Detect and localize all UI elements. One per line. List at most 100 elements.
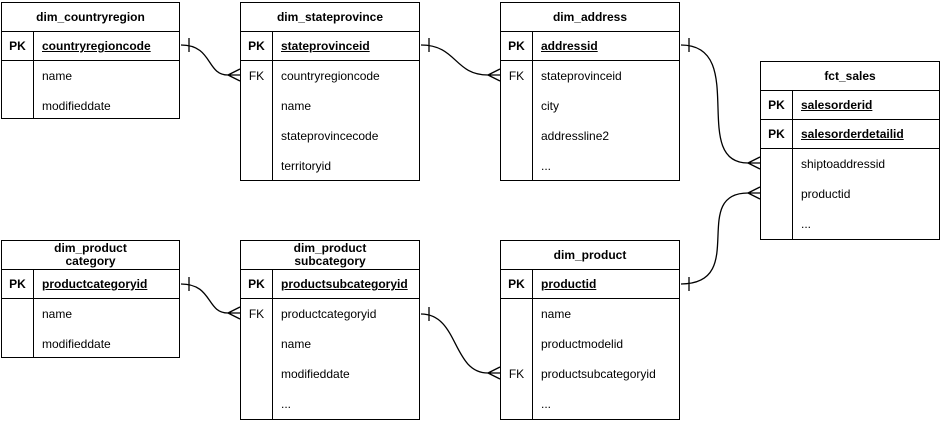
pk-badge: PK — [761, 120, 793, 148]
relationship-product-fctsales[interactable] — [680, 186, 761, 291]
fk-badge: FK — [501, 359, 533, 389]
crow-foot-icon — [227, 68, 241, 82]
attr-row: FK productsubcategoryid — [501, 359, 679, 389]
attr-row: productmodelid — [501, 329, 679, 359]
attr-field: productmodelid — [541, 337, 624, 351]
attr-row: territoryid — [241, 151, 419, 180]
badge-cell — [241, 389, 273, 419]
attr-field: ... — [541, 397, 552, 411]
pk-badge: PK — [2, 32, 34, 60]
badge-cell — [2, 299, 34, 329]
table-dim-product[interactable]: dim_product PK productid name productmod… — [500, 240, 680, 420]
table-title: dim_address — [501, 3, 679, 32]
key-row: PK salesorderdetailid — [761, 120, 939, 149]
badge-cell — [501, 121, 533, 151]
table-title: dim_product — [501, 241, 679, 270]
key-row: PK addressid — [501, 32, 679, 61]
attr-field: productcategoryid — [281, 307, 377, 321]
attr-field: name — [541, 307, 572, 321]
pk-field: addressid — [541, 39, 598, 53]
attr-row: ... — [501, 389, 679, 419]
badge-cell — [501, 329, 533, 359]
table-dim-address[interactable]: dim_address PK addressid FK stateprovinc… — [500, 2, 680, 181]
connector-line — [180, 44, 229, 76]
table-dim-productcategory[interactable]: dim_product category PK productcategoryi… — [1, 240, 180, 358]
relationship-countryregion-stateprovince[interactable] — [180, 38, 241, 82]
connector-line — [680, 192, 749, 285]
table-body: FK stateprovinceid city addressline2 ... — [501, 61, 679, 180]
attr-row: modifieddate — [2, 91, 179, 118]
connector-line — [180, 283, 229, 314]
attr-field: ... — [281, 397, 292, 411]
attr-row: FK stateprovinceid — [501, 61, 679, 91]
pk-badge: PK — [501, 270, 533, 298]
crow-foot-icon — [747, 186, 761, 200]
pk-field: salesorderdetailid — [801, 127, 904, 141]
attr-row: modifieddate — [2, 329, 179, 357]
table-dim-productsubcategory[interactable]: dim_product subcategory PK productsubcat… — [240, 240, 420, 420]
relationship-address-fctsales[interactable] — [680, 38, 761, 170]
attr-field: name — [42, 307, 73, 321]
connector-line — [420, 313, 489, 374]
fk-badge: FK — [501, 61, 533, 91]
crow-foot-icon — [747, 156, 761, 170]
connector-line — [420, 44, 489, 76]
badge-cell — [761, 149, 793, 179]
key-row: PK salesorderid — [761, 91, 939, 120]
attr-field: productsubcategoryid — [541, 367, 656, 381]
attr-field: name — [281, 337, 312, 351]
relationship-stateprovince-address[interactable] — [420, 38, 501, 82]
badge-cell — [501, 299, 533, 329]
badge-cell — [241, 121, 273, 151]
key-row: PK productid — [501, 270, 679, 299]
table-title: fct_sales — [761, 62, 939, 91]
attr-field: ... — [801, 217, 812, 231]
pk-field: stateprovinceid — [281, 39, 370, 53]
attr-row: stateprovincecode — [241, 121, 419, 151]
badge-cell — [2, 61, 34, 91]
fk-badge: FK — [241, 61, 273, 91]
pk-badge: PK — [501, 32, 533, 60]
table-body: FK productcategoryid name modifieddate .… — [241, 299, 419, 419]
table-fct-sales[interactable]: fct_sales PK salesorderid PK salesorderd… — [760, 61, 940, 240]
attr-field: countryregioncode — [281, 69, 380, 83]
key-row: PK stateprovinceid — [241, 32, 419, 61]
pk-badge: PK — [761, 91, 793, 119]
attr-row: name — [501, 299, 679, 329]
key-row: PK productsubcategoryid — [241, 270, 419, 299]
crow-foot-icon — [487, 366, 501, 380]
relationship-productsubcategory-product[interactable] — [420, 307, 501, 380]
attr-row: name — [2, 299, 179, 329]
attr-row: addressline2 — [501, 121, 679, 151]
attr-row: ... — [761, 209, 939, 239]
badge-cell — [241, 91, 273, 121]
table-dim-stateprovince[interactable]: dim_stateprovince PK stateprovinceid FK … — [240, 2, 420, 181]
table-title: dim_stateprovince — [241, 3, 419, 32]
attr-field: stateprovincecode — [281, 129, 379, 143]
table-body: name modifieddate — [2, 299, 179, 357]
attr-row: FK productcategoryid — [241, 299, 419, 329]
attr-field: modifieddate — [42, 99, 111, 113]
badge-cell — [761, 209, 793, 239]
pk-field: productid — [541, 277, 597, 291]
connector-line — [680, 44, 749, 164]
pk-badge: PK — [241, 270, 273, 298]
pk-badge: PK — [2, 270, 34, 298]
table-body: name modifieddate — [2, 61, 179, 118]
badge-cell — [2, 329, 34, 357]
pk-field: salesorderid — [801, 98, 873, 112]
attr-field: name — [281, 99, 312, 113]
attr-row: name — [241, 91, 419, 121]
relationship-productcategory-productsubcategory[interactable] — [180, 277, 241, 320]
pk-badge: PK — [241, 32, 273, 60]
table-dim-countryregion[interactable]: dim_countryregion PK countryregioncode n… — [1, 2, 180, 119]
table-body: name productmodelid FK productsubcategor… — [501, 299, 679, 419]
attr-row: modifieddate — [241, 359, 419, 389]
attr-row: city — [501, 91, 679, 121]
attr-field: territoryid — [281, 159, 332, 173]
attr-row: name — [2, 61, 179, 91]
table-title: dim_product subcategory — [241, 241, 419, 270]
fk-badge: FK — [241, 299, 273, 329]
attr-field: city — [541, 99, 559, 113]
